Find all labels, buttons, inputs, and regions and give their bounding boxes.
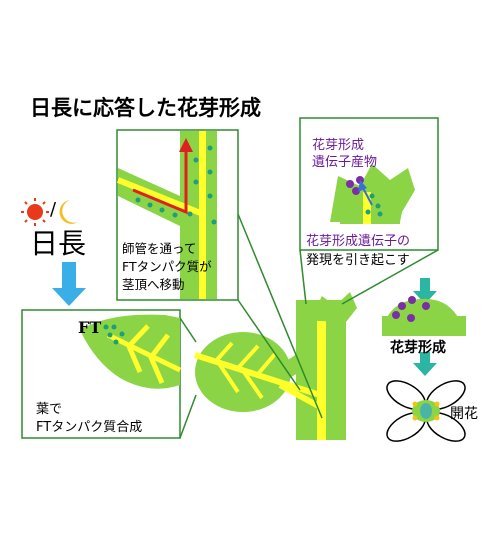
apex-panel-vein <box>363 192 371 224</box>
ft-protein-dots-apex <box>365 193 383 217</box>
moon-icon <box>59 200 78 224</box>
ft-protein-dots-phloem <box>135 145 217 225</box>
transport-arrow <box>132 148 188 215</box>
right-arrow-2-shaft <box>420 352 430 364</box>
flower-stamens <box>412 401 440 421</box>
phloem-caption-line2: FTタンパク質が <box>122 259 212 274</box>
phloem-caption-line1: 師管を通って <box>122 241 197 256</box>
apex-label-line1: 花芽形成 <box>312 138 365 153</box>
leaf-caption-line2: FTタンパク質合成 <box>36 420 143 435</box>
shoot-apex <box>296 292 357 322</box>
phloem-caption-line3: 茎頂へ移動 <box>122 277 185 292</box>
ft-label: FT <box>78 318 102 337</box>
leaf-panel-veins <box>106 324 182 384</box>
down-arrow-shaft <box>62 262 76 290</box>
apex-caption-line1-text: 花芽形成遺伝子の <box>306 234 411 249</box>
flower-bud-base <box>382 316 466 336</box>
day-length-label: 日長 <box>30 227 87 260</box>
apex-caption-line2: 発現を引き起こす <box>306 253 410 268</box>
induction-arrow-head <box>358 180 367 192</box>
flowering-label: 開花 <box>450 406 478 422</box>
diagram-title: 日長に応答した花芽形成 <box>30 96 261 120</box>
leaf-vein-to-stem <box>278 382 324 411</box>
panel-connectors <box>179 213 439 439</box>
apex-label-line2: 遺伝子産物 <box>312 155 378 170</box>
leaf-caption-line1: 葉で <box>36 402 63 417</box>
right-arrow-2-head <box>413 363 437 376</box>
day-length-separator: / <box>50 199 57 220</box>
main-stem-phloem <box>317 320 326 440</box>
right-arrow-1-head <box>413 291 437 304</box>
sun-icon <box>21 198 49 226</box>
gene-product-dots-bud <box>392 296 430 322</box>
flower-bud-label: 花芽形成 <box>390 340 446 356</box>
right-arrow-1-shaft <box>420 278 430 292</box>
phloem-panel-branch-vein <box>116 177 205 217</box>
gene-product-dots-apex <box>346 176 364 195</box>
leaf-lateral-veins <box>213 341 277 400</box>
flower-pistil <box>420 403 432 419</box>
apex-caption-line1: 花芽形成遺伝子の <box>306 230 410 249</box>
ft-protein-dots-leaf <box>103 324 125 345</box>
transport-arrow-head <box>179 138 193 152</box>
down-arrow-head <box>52 288 86 306</box>
